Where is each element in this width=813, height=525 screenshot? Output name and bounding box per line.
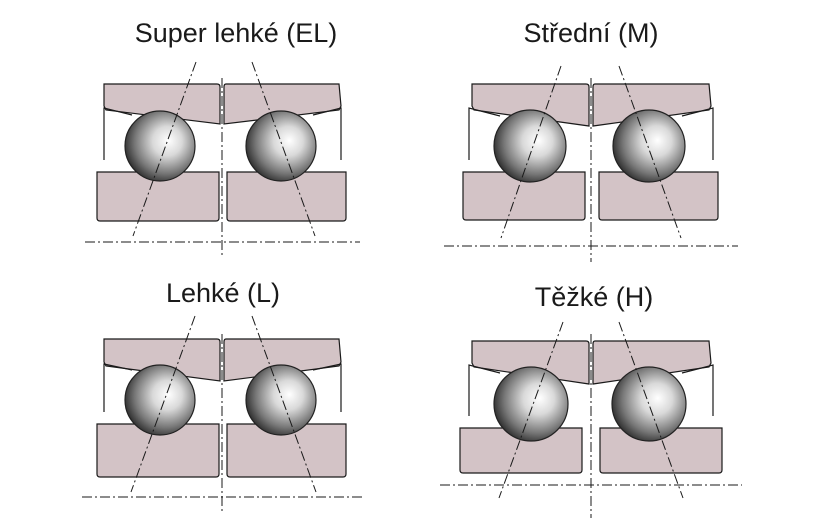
ball-left <box>125 365 195 435</box>
ball-left-outline <box>124 364 196 436</box>
ball-right-outline <box>611 366 687 442</box>
ball-right-outline <box>245 110 317 182</box>
ball-right-outline <box>612 109 686 183</box>
cage-left <box>468 364 501 416</box>
contact-line-right <box>251 61 316 237</box>
inner-ring-right <box>599 427 723 474</box>
inner-ring-left <box>96 171 220 222</box>
inner-ring-right <box>226 423 347 478</box>
contact-line-right <box>618 321 684 499</box>
ball-left-outline <box>124 110 196 182</box>
contact-line-right <box>251 315 317 493</box>
cage-right <box>681 364 714 416</box>
panel-title-super-light: Super lehké (EL) <box>134 18 338 48</box>
inner-ring-left <box>462 171 586 221</box>
panel-title-light: Lehké (L) <box>165 278 281 308</box>
ball-left-outline <box>493 109 567 183</box>
cage-left <box>103 107 133 160</box>
ball-right <box>246 365 316 435</box>
bearing-pair-heavy <box>440 321 742 518</box>
cage-left <box>468 107 501 160</box>
contact-line-left <box>500 65 562 239</box>
outer-ring-right <box>592 340 712 385</box>
ball-right <box>613 110 685 182</box>
ball-left <box>494 367 568 441</box>
panel-title-heavy: Těžké (H) <box>534 282 654 312</box>
outer-ring-right <box>592 83 712 127</box>
bearing-pair-medium <box>444 65 738 262</box>
contact-line-right <box>618 65 682 239</box>
cage-left <box>103 363 133 412</box>
ball-right-outline <box>245 364 317 436</box>
ball-right <box>246 111 316 181</box>
ball-left <box>125 111 195 181</box>
cage-right <box>681 107 714 160</box>
ball-left-outline <box>493 366 569 442</box>
inner-ring-right <box>226 171 347 222</box>
bearing-pair-super-light <box>85 61 360 256</box>
contact-line-left <box>498 321 564 499</box>
cage-right <box>312 107 342 160</box>
bearing-pair-light <box>82 315 362 514</box>
inner-ring-left <box>459 427 583 474</box>
ball-left <box>494 110 566 182</box>
panel-title-medium: Střední (M) <box>523 18 659 48</box>
cage-right <box>312 363 342 412</box>
contact-line-left <box>130 315 196 493</box>
inner-ring-left <box>96 423 220 478</box>
inner-ring-right <box>598 171 719 221</box>
contact-line-left <box>132 61 197 237</box>
ball-right <box>612 367 686 441</box>
